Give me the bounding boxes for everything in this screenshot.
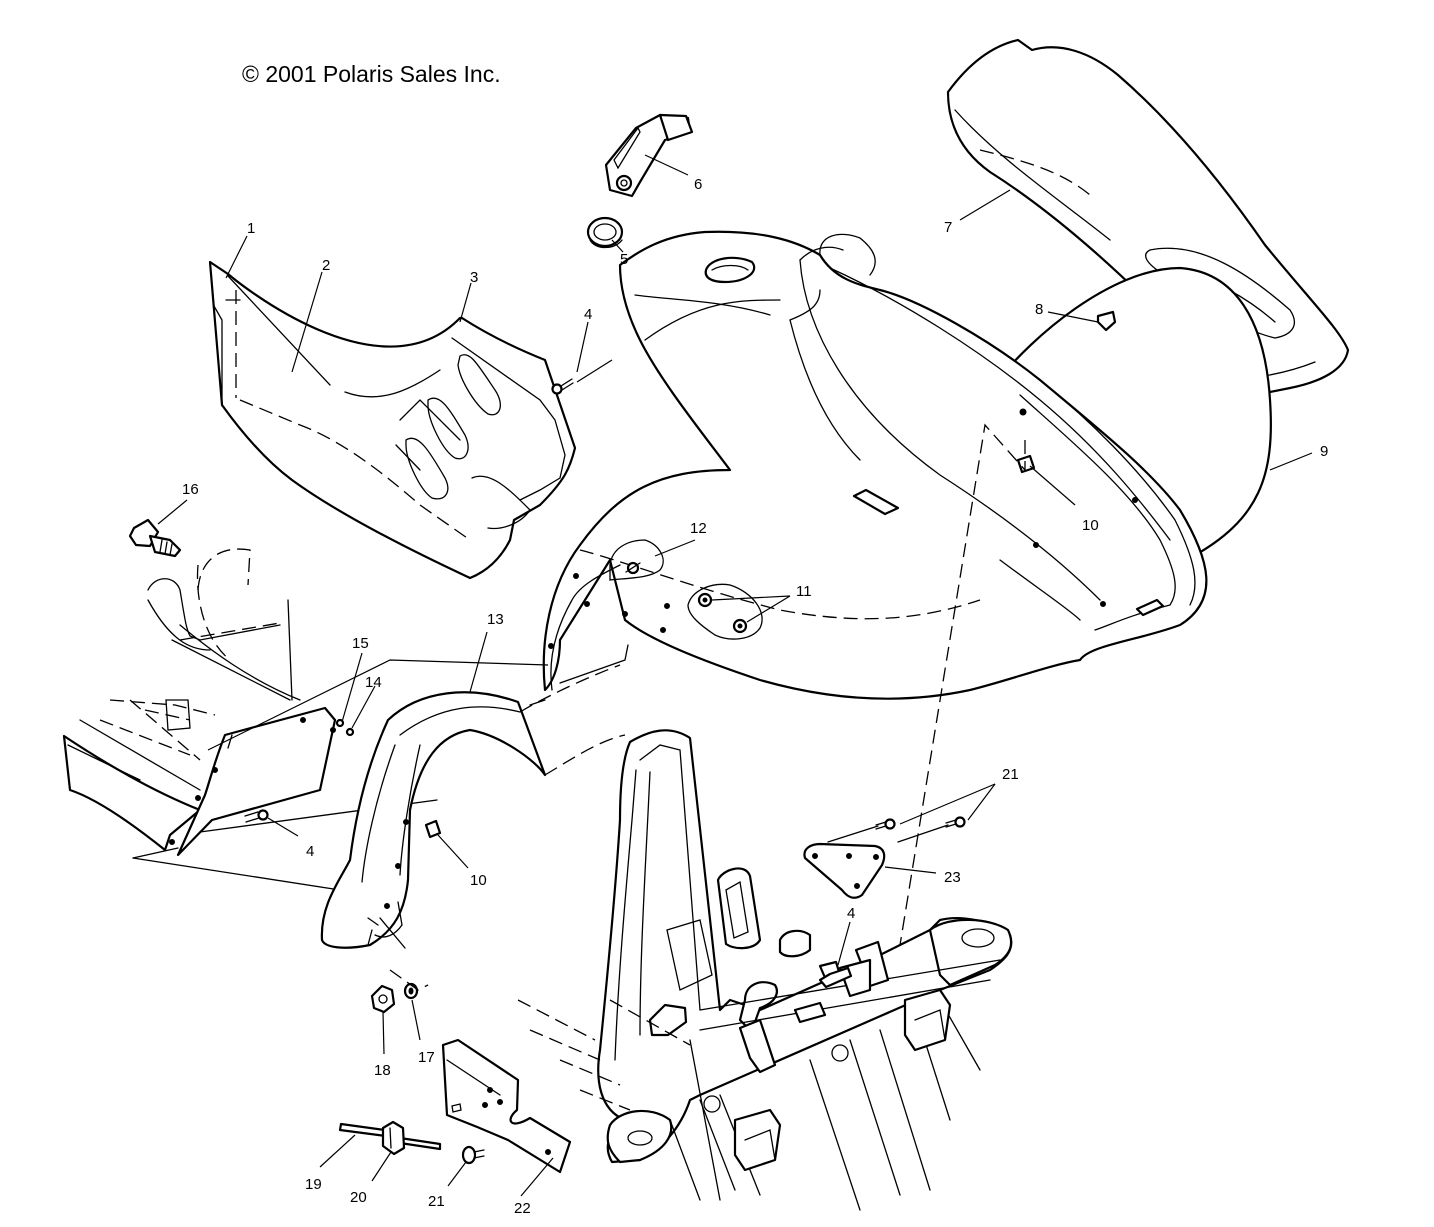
copyright-notice: © 2001 Polaris Sales Inc. [242,61,501,87]
callout-1: 1 [247,220,255,237]
nut-18 [370,984,396,1014]
callout-10-lower: 10 [470,872,487,889]
callout-3: 3 [470,269,478,286]
callout-5: 5 [620,251,628,268]
footwell-panel [208,260,577,580]
callout-2: 2 [322,257,330,274]
speed-nut-10-upper [1016,454,1036,474]
callout-4-upper: 4 [584,306,592,323]
left-footrest [62,548,549,891]
screw-4-left [244,809,269,823]
mount-plate-23 [803,842,886,899]
knob-20 [381,1120,406,1156]
leader-lines [157,154,1313,1197]
bracket-6 [604,113,694,198]
callout-19: 19 [305,1176,322,1193]
nut-11 [697,592,748,634]
screws-21-upper [827,816,966,843]
bolt-16 [128,518,182,558]
grommet-5 [586,216,624,249]
callout-4-lower: 4 [847,905,855,922]
callout-labels: 1 2 3 4 5 6 7 8 9 10 11 12 13 14 15 16 1… [182,176,1328,1217]
callout-15: 15 [352,635,369,652]
clip-8 [1096,310,1117,332]
washer-17 [403,982,419,1000]
callout-13: 13 [487,611,504,628]
callout-6: 6 [694,176,702,193]
mud-flap-22 [441,1038,572,1174]
callout-17: 17 [418,1049,435,1066]
screw-4-upper [551,378,574,395]
washer-15 [335,718,345,728]
front-fender-tank [542,230,1208,700]
callout-23: 23 [944,869,961,886]
callout-10-upper: 10 [1082,517,1099,534]
callout-9: 9 [1320,443,1328,460]
callout-14: 14 [365,674,382,691]
callout-20: 20 [350,1189,367,1206]
frame [517,729,1013,1211]
fender-flare-13 [320,664,626,949]
callout-21-lower: 21 [428,1193,445,1210]
callout-8: 8 [1035,301,1043,318]
callout-21-upper: 21 [1002,766,1019,783]
callout-12: 12 [690,520,707,537]
callout-7: 7 [944,219,952,236]
callout-16: 16 [182,481,199,498]
callout-22: 22 [514,1200,531,1217]
screw-12 [625,561,641,575]
speed-nut-10-lower [424,819,442,839]
screw-21-lower [461,1145,485,1165]
washer-14 [345,727,355,737]
callout-18: 18 [374,1062,391,1079]
callout-4-left: 4 [306,843,314,860]
bolt-4-lower [818,966,853,989]
callout-11: 11 [796,583,812,600]
